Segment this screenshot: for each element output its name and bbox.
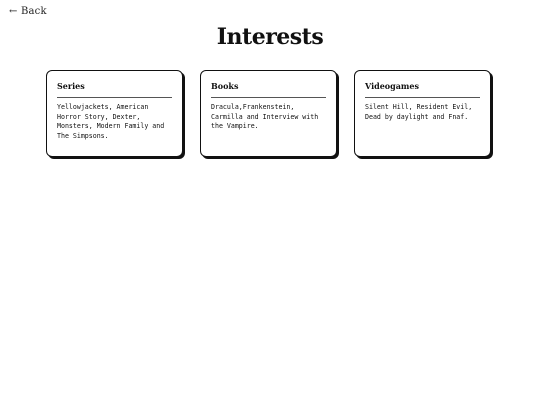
card-books: Books Dracula,Frankenstein, Carmilla and… [200, 70, 337, 157]
page-title: Interests [216, 24, 324, 50]
card-text-series: Yellowjackets, American Horror Story, De… [57, 103, 165, 140]
card-title-series: Series [57, 81, 172, 98]
card-title-books: Books [211, 81, 326, 98]
card-series: Series Yellowjackets, American Horror St… [46, 70, 183, 157]
card-text-books: Dracula,Frankenstein, Carmilla and Inter… [211, 103, 319, 131]
interests-cards: Series Yellowjackets, American Horror St… [46, 70, 495, 161]
back-link[interactable]: ← Back [9, 6, 47, 17]
card-text-videogames: Silent Hill, Resident Evil, Dead by dayl… [365, 103, 473, 121]
card-videogames: Videogames Silent Hill, Resident Evil, D… [354, 70, 491, 157]
card-title-videogames: Videogames [365, 81, 480, 98]
